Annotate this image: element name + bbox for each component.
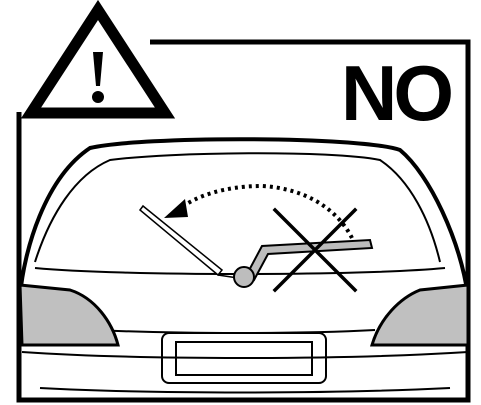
right-tail-light xyxy=(372,285,468,345)
car-rear-outline xyxy=(20,139,468,392)
no-label: NO xyxy=(341,49,451,137)
dotted-arc-arrow-icon xyxy=(178,186,352,238)
arrow-head xyxy=(164,199,188,218)
wiper-resting-position xyxy=(140,206,238,278)
left-tail-light xyxy=(20,285,118,345)
warning-triangle-icon xyxy=(31,10,165,113)
